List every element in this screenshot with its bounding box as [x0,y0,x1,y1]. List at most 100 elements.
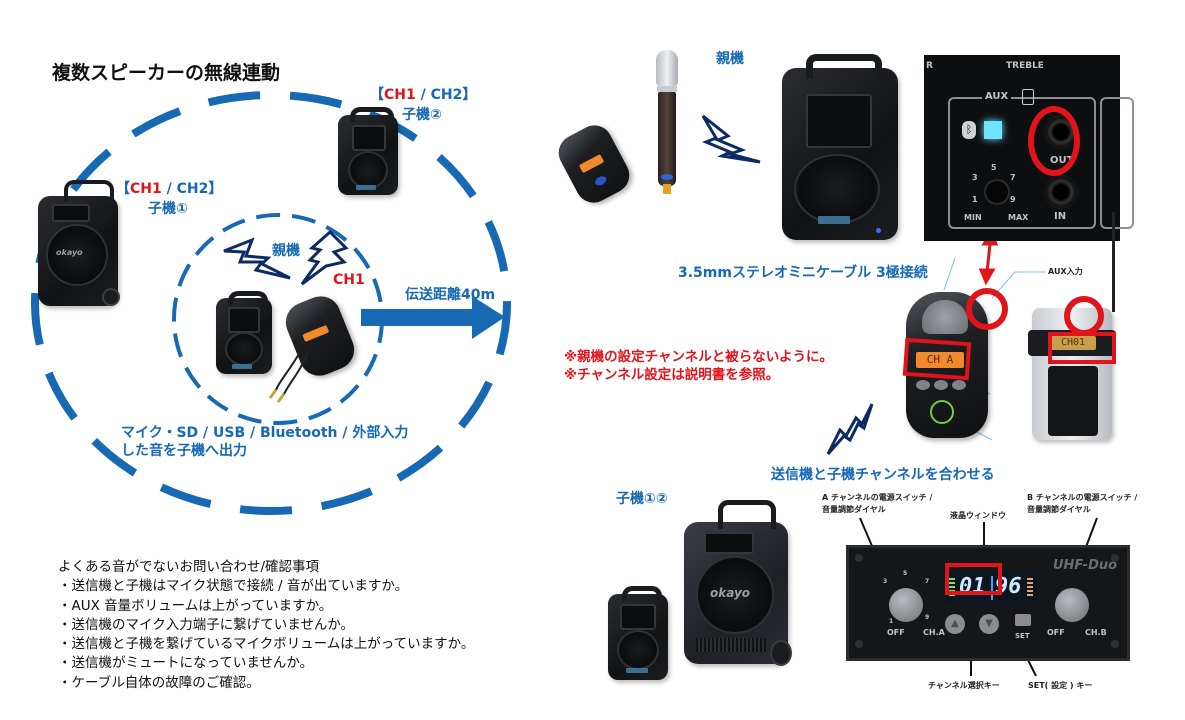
bracket: 【 [370,87,384,103]
mic-led [661,174,673,180]
bodypack-input-highlight [1064,296,1104,336]
separator: / [415,87,431,103]
transmitter-lcd [578,154,605,174]
speaker-badge [232,364,252,369]
speaker-handle [806,54,882,79]
ch-b-label: CH.B [1085,628,1107,637]
speaker-badge [356,185,376,190]
speaker-handle [350,107,394,122]
speaker-logo: okayo [56,248,83,257]
aux-out-highlight [1028,106,1080,176]
bodypack-lcd-display: CH01 [1050,336,1096,350]
slave1-label: 子機① [148,201,188,217]
dial-mark: 7 [925,578,930,585]
bracket: 【 [116,181,130,197]
mic-body [658,92,676,186]
master-label: 親機 [272,243,300,259]
screw [1111,554,1119,562]
match-channel-label: 送信機と子機チャンネルを合わせる [771,467,995,483]
transmitter-button[interactable] [916,380,930,390]
ch1-text: CH1 [130,181,162,197]
output-note-line: マイク・SD / USB / Bluetooth / 外部入力 [121,425,409,441]
set-key[interactable] [1015,614,1031,626]
transmission-arrow [361,296,505,339]
off-b-label: OFF [1047,628,1065,637]
dial-mark: 7 [1010,173,1016,182]
output-note-line: した音を子機へ出力 [121,443,247,459]
speaker-horn [620,604,656,630]
power-button[interactable] [930,400,954,424]
bodypack-lcd-highlight [1048,332,1116,364]
lightning-bolt-icon [826,403,874,455]
transmitter-button[interactable] [952,380,966,390]
bodypack-front-panel [1048,366,1098,436]
channel-down-key[interactable]: ▼ [979,614,999,634]
bracket: 】 [208,181,223,197]
page-title: 複数スピーカーの無線連動 [52,62,281,84]
channel-key-callout: チャンネル選択キー [928,681,1000,690]
aux-input-highlight [966,288,1008,330]
antenna [1112,212,1115,312]
lcd-window-callout: 液晶ウィンドウ [950,511,1006,520]
ch2-text: CH2 [430,87,463,103]
speaker-grill [225,332,263,366]
brand-label: UHF-Duo [1053,558,1118,573]
slave2-label: 子機② [402,107,442,123]
slave1-channel-label: 【CH1 / CH2】 [116,178,222,198]
speaker-grill [617,630,659,670]
level-meter-a [949,578,955,598]
speaker-horn [52,204,90,222]
transmitter-button[interactable] [934,380,948,390]
transmitter-large-image: CH A [906,292,1002,438]
transmitter-lcd-highlight [902,337,972,381]
speaker-badge [818,216,850,224]
mic-head [656,50,678,86]
speaker-grill [696,556,774,634]
channel-b-callout: B チャンネルの電源スイッチ / 音量調節ダイヤル [1027,492,1137,516]
max-label: MAX [1008,213,1029,222]
checklist-heading: よくある音がでないお問い合わせ/確認事項 [58,559,320,575]
aux-volume-knob [984,179,1010,205]
display-divider [991,576,993,600]
callout-line: 音量調節ダイヤル [1027,505,1091,514]
edge-letter: R [926,61,933,71]
cable-label: 3.5mmステレオミニケーブル 3極接続 [678,265,928,281]
speaker-grill [794,154,880,224]
aux-label: AUX [982,91,1012,102]
screw [855,554,863,562]
checklist-item: ・送信機のマイク入力端子に繋げていませんか。 [58,616,355,633]
channel-up-key[interactable]: ▲ [945,614,965,634]
bluetooth-icon: ᛒ [962,121,976,139]
transmitter-lcd-display: CH A [916,352,964,368]
aux-in-jack [1044,175,1078,209]
dial-mark: 1 [972,195,978,204]
channel-b-volume-knob[interactable] [1055,588,1089,622]
callout-line: B チャンネルの電源スイッチ / [1027,493,1138,502]
small-speaker-image [608,586,668,680]
speaker-handle [228,291,268,305]
mic-connector [663,184,671,194]
speaker-horn [704,532,754,554]
checklist-item: ・送信機と子機はマイク状態で接続 / 音が出ていますか。 [58,578,409,595]
slave1-speaker-image: okayo [38,180,120,306]
checklist-item: ・ケーブル自体の故障のご確認。 [58,674,260,691]
master-speaker-image [216,291,272,374]
channel-a-volume-knob[interactable] [889,588,923,622]
master-label-right: 親機 [716,51,744,67]
trolley-handle [718,500,776,529]
speaker-handle [622,586,662,601]
dial-mark: 5 [991,163,997,172]
speaker-grill [46,224,108,286]
aux-input-label: AUX入力 [1048,267,1083,276]
mic-ring [657,86,677,92]
set-label: SET [1015,632,1030,640]
dial-mark: 9 [1010,195,1016,204]
speaker-vent [696,638,766,652]
treble-label: TREBLE [1006,61,1044,71]
off-a-label: OFF [887,628,905,637]
callout-line: A チャンネルの電源スイッチ / [822,493,933,502]
trolley-speaker-image: okayo [684,500,792,666]
screw [1111,640,1119,648]
checklist-item: ・送信機と子機を繋げているマイクボリュームは上がっていますか。 [58,636,475,653]
channel-a-callout: A チャンネルの電源スイッチ / 音量調節ダイヤル [822,492,932,516]
